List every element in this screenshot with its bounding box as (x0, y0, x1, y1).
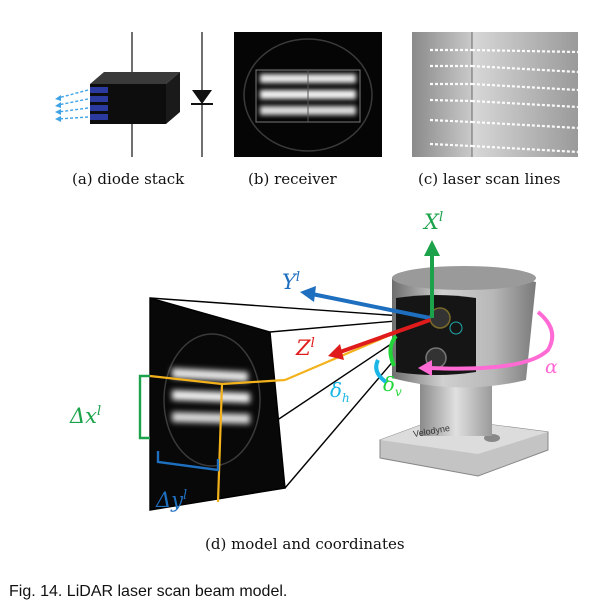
scan-lines-image (412, 32, 578, 157)
delta-y-label: Δyl (156, 488, 188, 512)
caption-a: (a) diode stack (72, 170, 185, 188)
figure-caption: Fig. 14. LiDAR laser scan beam model. (9, 583, 288, 600)
caption-b: (b) receiver (248, 170, 337, 188)
receiver-image (234, 32, 382, 157)
caption-d: (d) model and coordinates (205, 535, 405, 553)
delta-x-label: Δxl (70, 404, 102, 428)
delta-v-label: δv (383, 372, 402, 399)
lidar-model-diagram (138, 240, 555, 511)
x-axis-label: Xl (424, 210, 444, 234)
alpha-label: α (545, 356, 558, 378)
diode-stack-image (55, 32, 213, 157)
y-axis-label: Yl (282, 270, 301, 294)
caption-c: (c) laser scan lines (418, 170, 561, 188)
z-axis-label: Zl (296, 336, 315, 360)
delta-h-label: δh (330, 378, 350, 405)
